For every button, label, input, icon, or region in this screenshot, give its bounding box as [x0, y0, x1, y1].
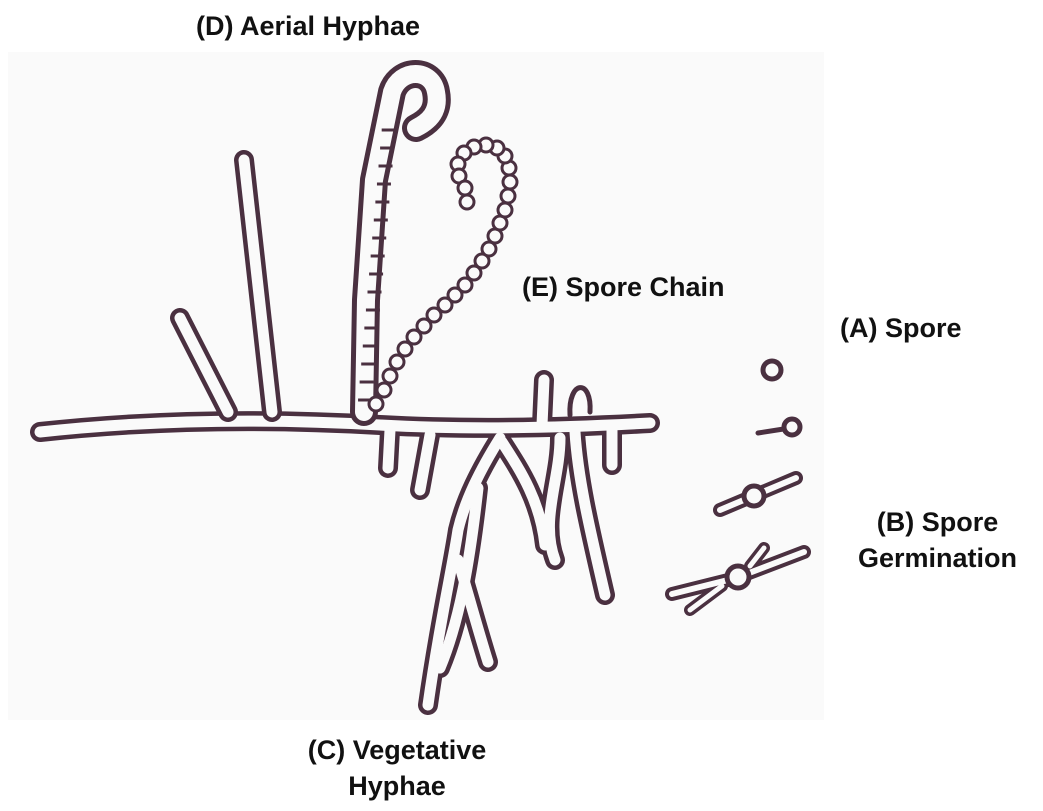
spore-chain	[369, 138, 517, 411]
chain-spore	[460, 195, 474, 209]
germination-stage-1	[758, 419, 800, 435]
label-aerial-hyphae: (D) Aerial Hyphae	[196, 8, 420, 44]
chain-spore	[498, 203, 512, 217]
spore	[763, 361, 781, 379]
chain-spore	[458, 181, 472, 195]
label-spore: (A) Spore	[840, 310, 962, 346]
chain-spore	[383, 369, 397, 383]
germination-stage-3	[672, 548, 804, 610]
vegetative-hyphae	[40, 380, 650, 705]
spore-germination	[672, 419, 804, 610]
label-spore-germination: (B) Spore Germination	[840, 504, 1035, 576]
label-spore-germination-line1: (B) Spore	[840, 504, 1035, 540]
chain-spore	[503, 175, 517, 189]
chain-spore	[390, 355, 404, 369]
chain-spore	[369, 397, 383, 411]
chain-spore	[377, 383, 391, 397]
chain-spore	[501, 189, 515, 203]
germination-stage-2	[720, 478, 796, 510]
label-spore-chain: (E) Spore Chain	[522, 269, 725, 305]
label-spore-germination-line2: Germination	[840, 540, 1035, 576]
label-vegetative-hyphae-line1: (C) Vegetative	[282, 732, 512, 768]
label-vegetative-hyphae: (C) Vegetative Hyphae	[282, 732, 512, 804]
label-vegetative-hyphae-line2: Hyphae	[282, 768, 512, 804]
